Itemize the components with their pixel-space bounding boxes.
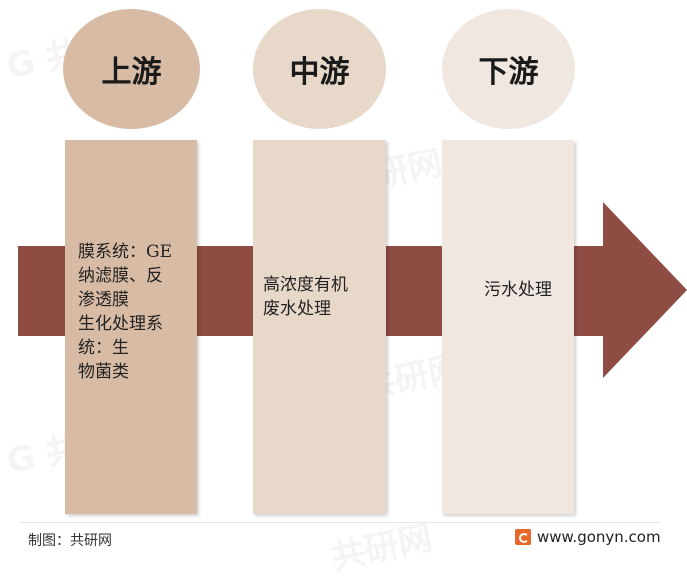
stage-title-midstream: 中游 xyxy=(289,55,350,90)
stage-text-downstream: 污水处理 xyxy=(484,280,552,300)
stage-title-downstream: 下游 xyxy=(478,55,539,90)
source-label: 制图：共研网 xyxy=(28,533,112,549)
stage-text-midstream: 高浓度有机 废水处理 xyxy=(263,275,348,319)
footer-divider xyxy=(20,522,660,523)
website-block: www.gonyn.com xyxy=(515,528,661,546)
stage-circle-upstream: 上游 xyxy=(63,9,200,129)
stage-column-midstream: 高浓度有机 废水处理 xyxy=(253,140,386,514)
stage-title-upstream: 上游 xyxy=(101,55,162,90)
stage-circle-midstream: 中游 xyxy=(253,9,386,129)
stage-column-upstream: 膜系统：GE 纳滤膜、反 渗透膜 生化处理系 统：生 物菌类 xyxy=(65,140,197,514)
gonyn-logo-icon xyxy=(515,529,531,545)
stage-column-downstream: 污水处理 xyxy=(442,140,574,514)
stage-text-upstream: 膜系统：GE 纳滤膜、反 渗透膜 生化处理系 统：生 物菌类 xyxy=(78,242,172,382)
stage-circle-downstream: 下游 xyxy=(442,9,575,129)
website-url: www.gonyn.com xyxy=(537,528,661,546)
